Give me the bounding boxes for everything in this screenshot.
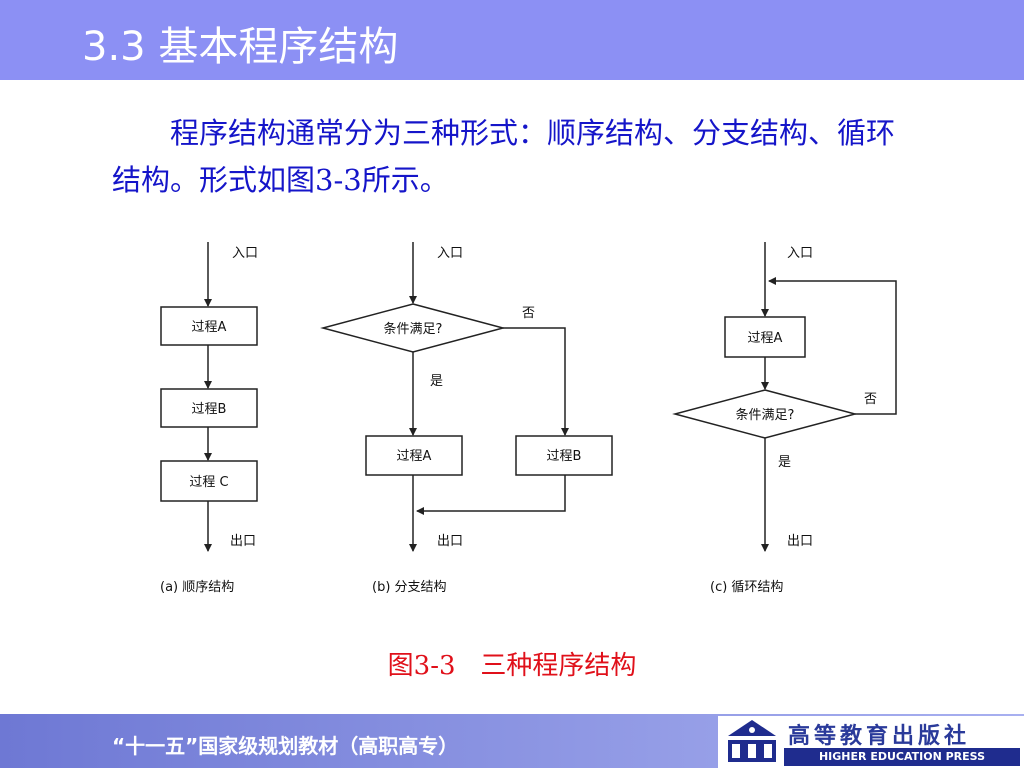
loop-no-label: 否 <box>864 392 877 407</box>
flowchart-diagram: 入口 过程A 过程B 过程 C 出口 (a) 顺序结构 入口 条件满足? 否 是… <box>160 242 897 595</box>
branch-process-b-box <box>515 435 613 476</box>
seq-process-b-box <box>160 388 258 428</box>
seq-process-a-box <box>160 306 258 346</box>
branch-process-b-label: 过程B <box>547 449 582 464</box>
publisher-logo-icon <box>728 720 776 762</box>
paragraph-text: 程序结构通常分为三种形式：顺序结构、分支结构、循环结构。形式如图3-3所示。 <box>112 116 896 197</box>
publisher-name-cn: 高等教育出版社 <box>788 724 971 749</box>
seq-process-b-label: 过程B <box>192 402 227 417</box>
branch-no-label: 否 <box>522 306 535 321</box>
loop-entry-label: 入口 <box>787 246 813 261</box>
loop-arrow-back <box>768 277 897 415</box>
loop-yes-label: 是 <box>778 455 791 470</box>
branch-caption: (b) 分支结构 <box>372 580 447 595</box>
branch-process-a-box <box>365 435 463 476</box>
branch-arrow-no <box>503 327 569 436</box>
branch-entry-label: 入口 <box>437 246 463 261</box>
seq-process-c-box <box>160 460 258 502</box>
footer-series-text: “十一五”国家级规划教材（高职高专） <box>112 734 459 758</box>
seq-caption: (a) 顺序结构 <box>160 580 234 595</box>
title-bar: 3.3 基本程序结构 <box>0 0 1024 80</box>
branch-yes-label: 是 <box>430 374 443 389</box>
loop-exit-label: 出口 <box>787 534 813 549</box>
loop-condition-label: 条件满足? <box>736 407 795 423</box>
body-paragraph: 程序结构通常分为三种形式：顺序结构、分支结构、循环结构。形式如图3-3所示。 <box>112 110 912 204</box>
seq-entry-label: 入口 <box>232 246 258 261</box>
seq-exit-label: 出口 <box>230 534 256 549</box>
branch-condition-label: 条件满足? <box>384 321 443 337</box>
branch-exit-label: 出口 <box>437 534 463 549</box>
branch-process-a-label: 过程A <box>397 449 432 464</box>
publisher-block: 高等教育出版社 HIGHER EDUCATION PRESS <box>718 716 1024 768</box>
branch-arrow-merge <box>416 475 566 515</box>
loop-caption: (c) 循环结构 <box>710 580 783 595</box>
flowchart-figure: 入口 过程A 过程B 过程 C 出口 (a) 顺序结构 入口 条件满足? 否 是… <box>0 230 1024 610</box>
seq-process-c-label: 过程 C <box>189 475 228 490</box>
figure-caption: 图3-3 三种程序结构 <box>387 651 637 681</box>
seq-process-a-label: 过程A <box>192 320 227 335</box>
loop-process-a-label: 过程A <box>748 331 783 346</box>
publisher-name-en: HIGHER EDUCATION PRESS <box>784 748 1020 766</box>
page-title: 3.3 基本程序结构 <box>82 24 399 70</box>
